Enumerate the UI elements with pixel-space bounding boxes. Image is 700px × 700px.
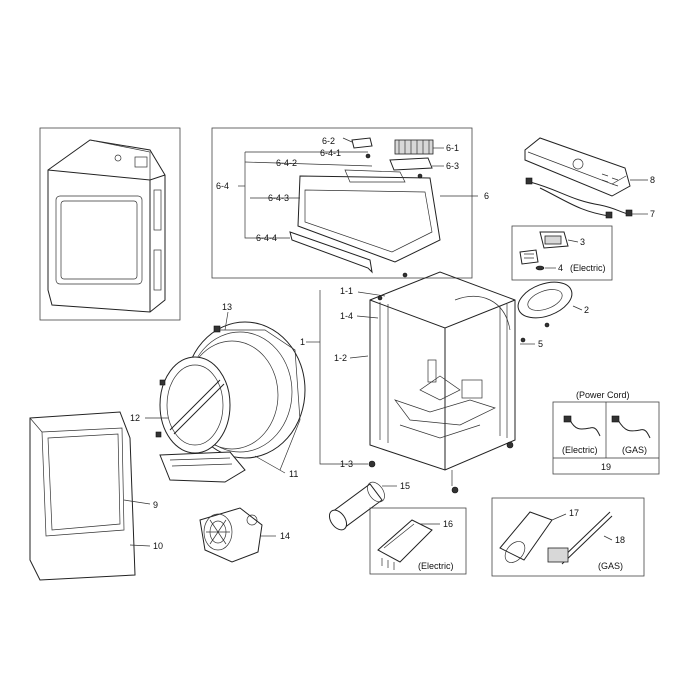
duct-ring-2	[517, 281, 583, 319]
control-panel	[524, 137, 648, 219]
label-13: 13	[222, 302, 232, 312]
label-3: 3	[580, 237, 585, 247]
label-2: 2	[584, 305, 589, 315]
part-labels: 6-2 6-1 6-4-1 6-4-2 6-3 6-4 6-4-3 6 6-4-…	[130, 136, 655, 571]
heater-box-16	[369, 507, 467, 575]
electric-parts-3-4	[511, 225, 613, 281]
label-4: 4	[558, 263, 563, 273]
label-6-4-4: 6-4-4	[256, 233, 277, 243]
note-electric-19: (Electric)	[562, 445, 598, 455]
label-19: 19	[601, 462, 611, 472]
label-7: 7	[650, 209, 655, 219]
label-16: 16	[443, 519, 453, 529]
label-1-4: 1-4	[340, 311, 353, 321]
label-6-4-1: 6-4-1	[320, 148, 341, 158]
door-assembly	[29, 411, 151, 581]
label-14: 14	[280, 531, 290, 541]
note-gas-17-18: (GAS)	[598, 561, 623, 571]
dryer-overview	[39, 127, 181, 321]
blower-fan-14	[199, 507, 276, 563]
note-gas-19: (GAS)	[622, 445, 647, 455]
label-5: 5	[538, 339, 543, 349]
label-6-1: 6-1	[446, 143, 459, 153]
exhaust-duct-15	[328, 481, 397, 531]
label-1-2: 1-2	[334, 353, 347, 363]
drum-assembly	[145, 311, 306, 483]
label-1-3: 1-3	[340, 459, 353, 469]
label-6-4-3: 6-4-3	[268, 193, 289, 203]
gas-parts-box	[491, 497, 645, 577]
label-8: 8	[650, 175, 655, 185]
label-11: 11	[289, 469, 298, 479]
label-6-4-2: 6-4-2	[276, 158, 297, 168]
label-12: 12	[130, 413, 140, 423]
label-18: 18	[615, 535, 625, 545]
label-17: 17	[569, 508, 579, 518]
label-9: 9	[153, 500, 158, 510]
note-electric-3-4: (Electric)	[570, 263, 606, 273]
power-cord-box	[552, 401, 660, 475]
label-6-3: 6-3	[446, 161, 459, 171]
label-6: 6	[484, 191, 489, 201]
label-15: 15	[400, 481, 410, 491]
note-power-cord: (Power Cord)	[576, 390, 630, 400]
label-1-1: 1-1	[340, 286, 353, 296]
label-6-4: 6-4	[216, 181, 229, 191]
label-6-2: 6-2	[322, 136, 335, 146]
cabinet-frame	[306, 271, 550, 494]
top-cover-assembly	[211, 127, 478, 279]
label-10: 10	[153, 541, 163, 551]
note-electric-16: (Electric)	[418, 561, 454, 571]
label-1: 1	[300, 337, 305, 347]
